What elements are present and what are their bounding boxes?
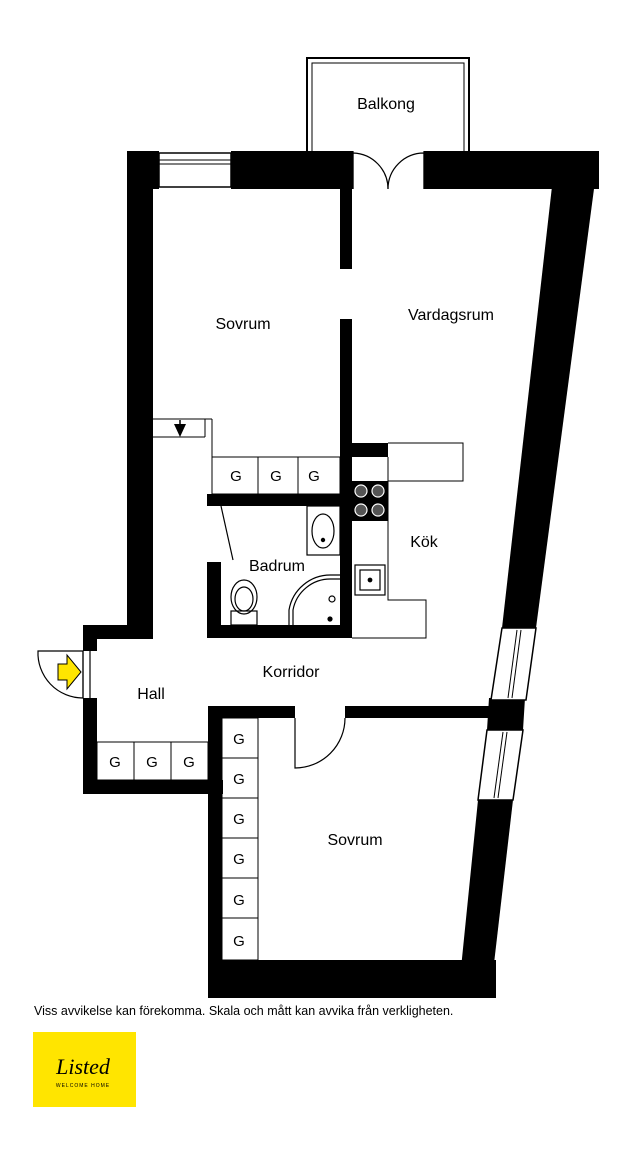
interior-walls [207, 151, 491, 718]
toilet-icon [230, 579, 258, 626]
wardrobe-column-bedroom [221, 717, 259, 961]
stair-arrow-icon [174, 420, 186, 437]
room-label-balcony: Balkong [357, 96, 415, 113]
window-right-upper [490, 627, 537, 701]
logo-tagline-text: WELCOME HOME [56, 1083, 110, 1089]
kitchen-counter [352, 442, 464, 639]
wardrobe-label: G [183, 754, 195, 771]
exterior-walls [83, 151, 599, 998]
room-label-bedroom-bottom: Sovrum [327, 832, 382, 849]
room-label-hall: Hall [137, 686, 165, 703]
entrance-arrow-icon [57, 653, 82, 691]
room-label-bathroom: Badrum [249, 558, 305, 575]
bathroom-door [220, 505, 234, 561]
wardrobe-label: G [230, 468, 242, 485]
floor-plan: G G G G G G [37, 57, 599, 998]
window-top-left [158, 152, 232, 188]
wardrobe-row-top [153, 418, 341, 495]
wardrobe-label: G [233, 933, 245, 950]
window-right-lower [477, 729, 524, 801]
wardrobe-label: G [109, 754, 121, 771]
bathroom-sink-icon [306, 505, 341, 556]
wardrobe-label: G [233, 811, 245, 828]
kitchen-sink-icon [354, 564, 386, 596]
shower-icon [288, 574, 340, 625]
wardrobe-label: G [233, 771, 245, 788]
room-label-living-room: Vardagsrum [408, 307, 494, 324]
wardrobe-row-hall [96, 741, 209, 781]
balcony-door [352, 151, 425, 190]
wardrobe-label: G [233, 731, 245, 748]
wardrobe-label: G [308, 468, 320, 485]
bedroom-door [294, 717, 346, 769]
wardrobe-label: G [270, 468, 282, 485]
wardrobe-label: G [146, 754, 158, 771]
stove-icon [352, 481, 388, 521]
room-label-kitchen: Kök [410, 534, 439, 551]
room-label-corridor: Korridor [263, 664, 321, 681]
brand-logo: Listed WELCOME HOME [33, 1032, 136, 1107]
wardrobe-label: G [233, 892, 245, 909]
room-label-bedroom-top: Sovrum [215, 316, 270, 333]
wardrobe-label: G [233, 851, 245, 868]
disclaimer-text: Viss avvikelse kan förekomma. Skala och … [34, 1004, 454, 1018]
logo-brand-text: Listed [55, 1054, 111, 1079]
